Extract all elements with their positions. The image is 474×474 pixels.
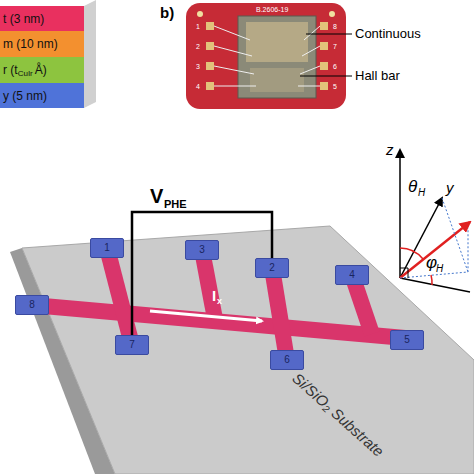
figure-label: 1 — [196, 23, 200, 30]
node-text: 3 — [199, 245, 205, 255]
hallbar-film — [250, 68, 304, 92]
node-text: 5 — [404, 335, 410, 345]
node-text: r (t — [3, 64, 18, 76]
figure-label: I — [212, 288, 216, 303]
bond-wires — [214, 26, 320, 86]
figure-label: H — [418, 188, 425, 198]
figure-label: 3 — [196, 63, 200, 70]
figure-label: x — [217, 297, 222, 306]
contact-pad: 8 — [15, 295, 49, 315]
node-text: 4 — [349, 270, 355, 280]
chip-board — [186, 3, 346, 109]
node-text: 1 — [104, 243, 110, 253]
figure-label: 4 — [196, 83, 200, 90]
node-text: 7 — [129, 340, 135, 350]
contact-pad: 4 — [335, 265, 369, 285]
node-text: 6 — [284, 355, 290, 365]
figure-label: z — [386, 142, 394, 157]
figure-label: PHE — [164, 199, 187, 210]
contact-pad: 1 — [90, 238, 124, 258]
figure-label: H — [436, 264, 443, 274]
contact-pad: 7 — [115, 335, 149, 355]
contact-pad: 5 — [390, 330, 424, 350]
figure-label: θ — [408, 178, 417, 195]
node-text: 8 — [29, 300, 35, 310]
node-text: m (10 nm) — [3, 38, 58, 50]
coordinate-axes — [400, 150, 470, 292]
layer-cap: t (3 nm) — [0, 6, 84, 31]
leader-lines — [300, 34, 352, 76]
figure-label: y — [446, 180, 454, 195]
layer-buffer: y (5 nm) — [0, 83, 84, 108]
continuous-film — [246, 22, 308, 62]
figure-label: 6 — [333, 63, 337, 70]
figure-label: Hall bar — [355, 69, 400, 82]
figure-label: B.2606-19 — [256, 6, 288, 13]
node-text: Å) — [35, 64, 47, 76]
substrate: Si/SiO₂ Substrate12345678 — [0, 220, 474, 474]
figure-label: 8 — [333, 23, 337, 30]
figure-label: V — [150, 186, 163, 206]
node-text: y (5 nm) — [3, 90, 47, 102]
layer-spacer: r (tCuIrÅ) — [0, 57, 84, 83]
figure-label: Continuous — [355, 27, 421, 40]
figure-label: φ — [426, 254, 437, 271]
layer-ferromagnet: m (10 nm) — [0, 31, 84, 57]
node-text: CuIr — [18, 70, 33, 78]
substrate-top — [22, 226, 474, 474]
figure-label: b) — [160, 5, 174, 20]
figure-label: 2 — [196, 43, 200, 50]
figure-label: 7 — [333, 43, 337, 50]
contact-pad: 3 — [185, 240, 219, 260]
node-text: 2 — [269, 263, 275, 273]
figure-label: 5 — [333, 83, 337, 90]
contact-pad: 6 — [270, 350, 304, 370]
node-text: t (3 nm) — [3, 13, 44, 25]
contact-pad: 2 — [255, 258, 289, 278]
